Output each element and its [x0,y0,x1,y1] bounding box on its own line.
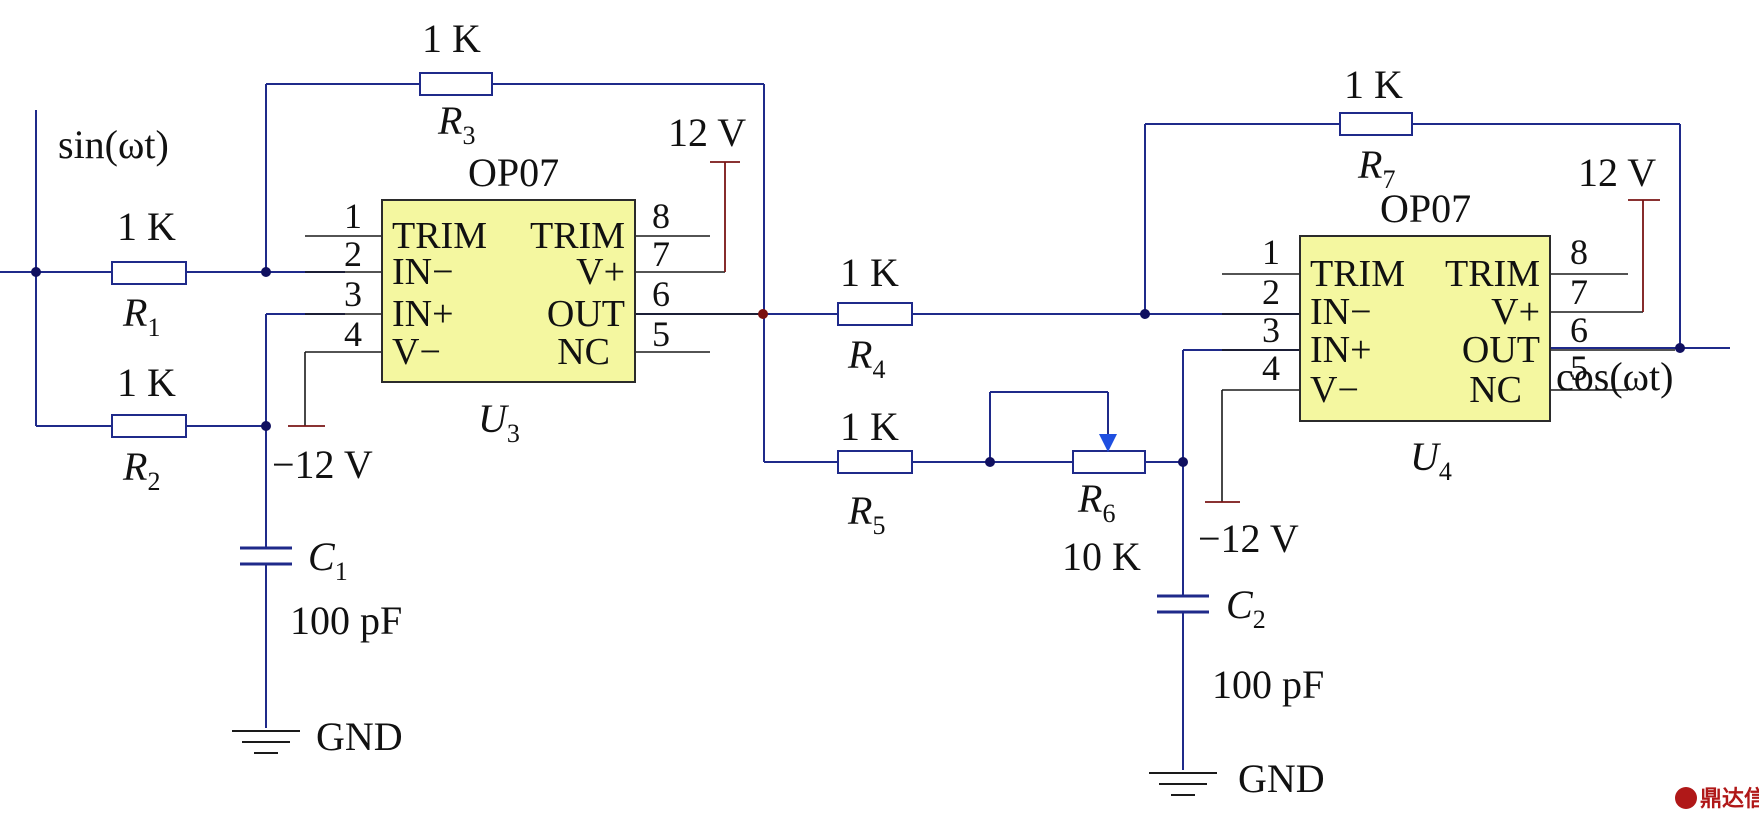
junction-node [758,309,768,319]
watermark-text: 鼎达信 [1700,786,1759,812]
u3-pin7-name: V+ [576,251,625,293]
r2-value: 1 K [117,360,176,405]
r1-designator: R1 [122,290,160,342]
u3-pin5-name: NC [557,331,610,373]
u4-pin7-number: 7 [1570,272,1588,312]
wires-stage-u4 [912,123,1730,770]
u4-positive-supply-label: 12 V [1578,150,1656,195]
u4-designator: U4 [1410,434,1452,486]
resistor-r4 [837,302,913,326]
u4-pin6-name: OUT [1462,329,1540,371]
u4-part-number: OP07 [1380,186,1471,231]
r4-value: 1 K [840,250,899,295]
u4-pin4-number: 4 [1262,348,1280,388]
u3-pin6-name: OUT [547,293,625,335]
u3-pin1-number: 1 [344,196,362,236]
capacitor-c1-symbol [240,546,292,566]
pins-stage-u3 [304,235,760,426]
u4-pin1-number: 1 [1262,232,1280,272]
r5-value: 1 K [840,404,899,449]
opamp-u4-body [1299,235,1551,422]
resistor-r7 [1339,112,1413,136]
u3-pin2-number: 2 [344,234,362,274]
u4-negative-supply-label: −12 V [1198,516,1299,561]
u4-pin2-number: 2 [1262,272,1280,312]
watermark-logo: 鼎达信 [1675,786,1759,812]
u4-pin8-number: 8 [1570,232,1588,272]
u3-negative-supply-label: −12 V [272,442,373,487]
u4-pin6-number: 6 [1570,310,1588,350]
u3-pin3-number: 3 [344,274,362,314]
u3-pin1-name: TRIM [392,215,487,257]
output-signal-label: cos(ωt) [1556,354,1673,399]
u4-pin3-number: 3 [1262,310,1280,350]
r6-value: 10 K [1062,534,1141,579]
c1-designator: C1 [308,534,348,586]
junction-node [1178,457,1188,467]
r6-designator: R6 [1077,476,1115,528]
ground-label-2: GND [1238,756,1325,801]
u3-part-number: OP07 [468,150,559,195]
u3-pin4-number: 4 [344,314,362,354]
r7-value: 1 K [1344,62,1403,107]
opamp-u3-body [381,199,636,383]
u3-pin2-name: IN− [392,251,454,293]
u4-pin2-name: IN− [1310,291,1372,333]
ground-symbol-1 [232,730,300,754]
r4-designator: R4 [847,332,885,384]
resistor-r5 [837,450,913,474]
u3-pin8-name: TRIM [530,215,625,257]
u3-pin3-name: IN+ [392,293,454,335]
junction-node [1675,343,1685,353]
r7-designator: R7 [1357,142,1395,194]
junction-node [31,267,41,277]
supply-rails-u3 [288,161,740,427]
junction-node [985,457,995,467]
u4-pin5-number: 5 [1570,348,1588,388]
u3-pin4-name: V− [392,331,441,373]
u3-designator: U3 [478,396,520,448]
junction-node [1140,309,1150,319]
resistor-r3 [419,72,493,96]
junction-node [261,421,271,431]
u4-pin4-name: V− [1310,369,1359,411]
r3-designator: R3 [437,98,475,150]
potentiometer-r6-symbol [1072,434,1146,474]
c2-value: 100 pF [1212,662,1324,707]
r1-value: 1 K [117,204,176,249]
resistor-r2 [111,414,187,438]
c2-designator: C2 [1226,582,1266,634]
ground-symbol-2 [1149,772,1217,796]
r2-designator: R2 [122,444,160,496]
supply-rails-u4 [1205,199,1660,503]
u4-pin1-name: TRIM [1310,253,1405,295]
u3-pin5-number: 5 [652,314,670,354]
c1-value: 100 pF [290,598,402,643]
capacitor-c2-symbol [1157,594,1209,614]
u3-pin6-number: 6 [652,274,670,314]
u4-pin7-name: V+ [1491,291,1540,333]
u4-pin5-name: NC [1469,369,1522,411]
ground-label-1: GND [316,714,403,759]
input-signal-label: sin(ωt) [58,122,169,167]
u3-pin8-number: 8 [652,196,670,236]
wires-stage-u3 [0,83,838,728]
u3-pin7-number: 7 [652,234,670,274]
u4-pin8-name: TRIM [1445,253,1540,295]
junction-node [261,267,271,277]
pins-stage-u4 [1221,273,1675,502]
r3-value: 1 K [422,16,481,61]
u4-pin3-name: IN+ [1310,329,1372,371]
u3-positive-supply-label: 12 V [668,110,746,155]
r5-designator: R5 [847,488,885,540]
resistor-r1 [111,261,187,285]
